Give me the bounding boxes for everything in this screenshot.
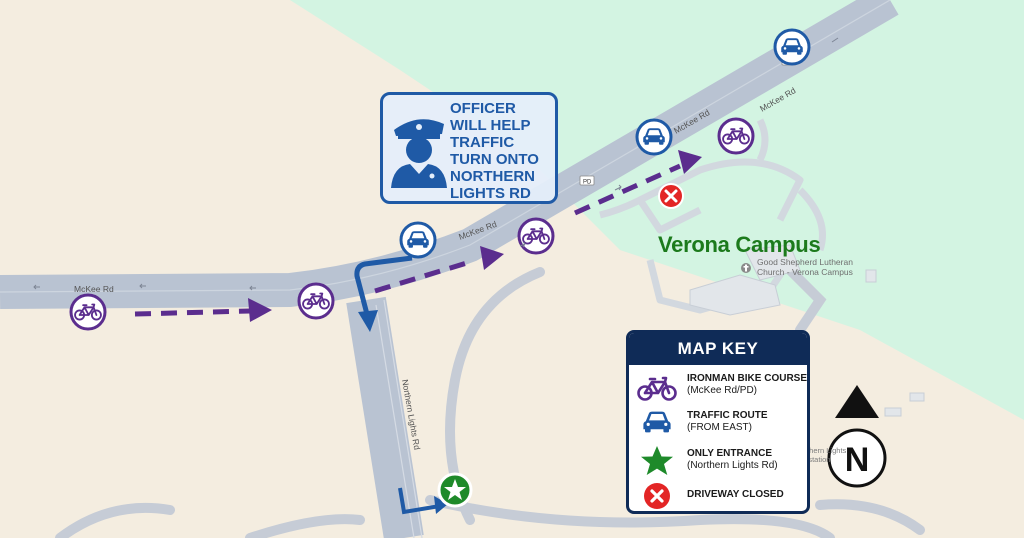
campus-buildings xyxy=(689,244,925,417)
campus-driveways xyxy=(599,118,826,314)
svg-text:PD: PD xyxy=(583,180,592,186)
closed-x-icon xyxy=(644,483,670,509)
map-key-item-title: IRONMAN BIKE COURSE xyxy=(687,373,808,384)
map-key-item-subtitle: (Northern Lights Rd) xyxy=(687,460,778,471)
map-key-item-subtitle: (FROM EAST) xyxy=(687,422,752,433)
traffic-route-arrowhead xyxy=(358,310,378,332)
traffic-route-entrance xyxy=(398,487,441,515)
entrance-star-icon xyxy=(437,472,473,508)
car-marker xyxy=(773,28,811,66)
substation-label: Northern Lights Substation xyxy=(795,446,847,464)
north-arrow-icon: N xyxy=(827,385,887,488)
map-key-item-traffic: TRAFFIC ROUTE (FROM EAST) xyxy=(687,410,768,434)
bike-marker xyxy=(69,293,107,331)
callout-text: OFFICER WILL HELP TRAFFIC TURN ONTO NORT… xyxy=(450,100,539,202)
map-key-item-title: DRIVEWAY CLOSED xyxy=(687,489,784,500)
pd-shield-1: PD xyxy=(579,175,595,186)
map-key-item-entrance: ONLY ENTRANCE (Northern Lights Rd) xyxy=(687,448,778,472)
map-key-item-subtitle: (McKee Rd/PD) xyxy=(687,385,758,396)
bike-course-route xyxy=(134,163,682,317)
map-key-item-bike: IRONMAN BIKE COURSE (McKee Rd/PD) xyxy=(687,373,807,397)
driveway-closed-icon xyxy=(658,183,684,209)
traffic-route-turn xyxy=(354,255,413,319)
road-label-mckee-west: McKee Rd xyxy=(74,284,114,294)
map-key-item-title: TRAFFIC ROUTE xyxy=(687,410,768,421)
bike-route-arrowheads xyxy=(248,150,702,322)
church-label: Good Shepherd Lutheran Church - Verona C… xyxy=(757,257,853,277)
church-location-icon xyxy=(741,263,751,273)
star-icon xyxy=(641,446,673,475)
northern-lights-road xyxy=(346,296,424,538)
map-key: MAP KEY IRONMAN BIKE COURSE (McKee Rd/PD… xyxy=(626,330,810,514)
car-icon xyxy=(643,411,671,433)
bike-marker xyxy=(717,117,755,155)
map-key-title: MAP KEY xyxy=(629,333,807,365)
bike-marker xyxy=(517,217,555,255)
lane-arrows xyxy=(33,37,839,291)
bike-marker xyxy=(297,282,335,320)
map-key-item-title: ONLY ENTRANCE xyxy=(687,448,773,459)
police-officer-icon xyxy=(391,119,447,188)
car-marker xyxy=(399,221,437,259)
map-key-item-closed: DRIVEWAY CLOSED xyxy=(687,489,784,501)
bicycle-icon xyxy=(637,376,677,401)
compass-letter: N xyxy=(845,441,870,479)
campus-title: Verona Campus xyxy=(658,232,821,257)
car-marker xyxy=(635,118,673,156)
